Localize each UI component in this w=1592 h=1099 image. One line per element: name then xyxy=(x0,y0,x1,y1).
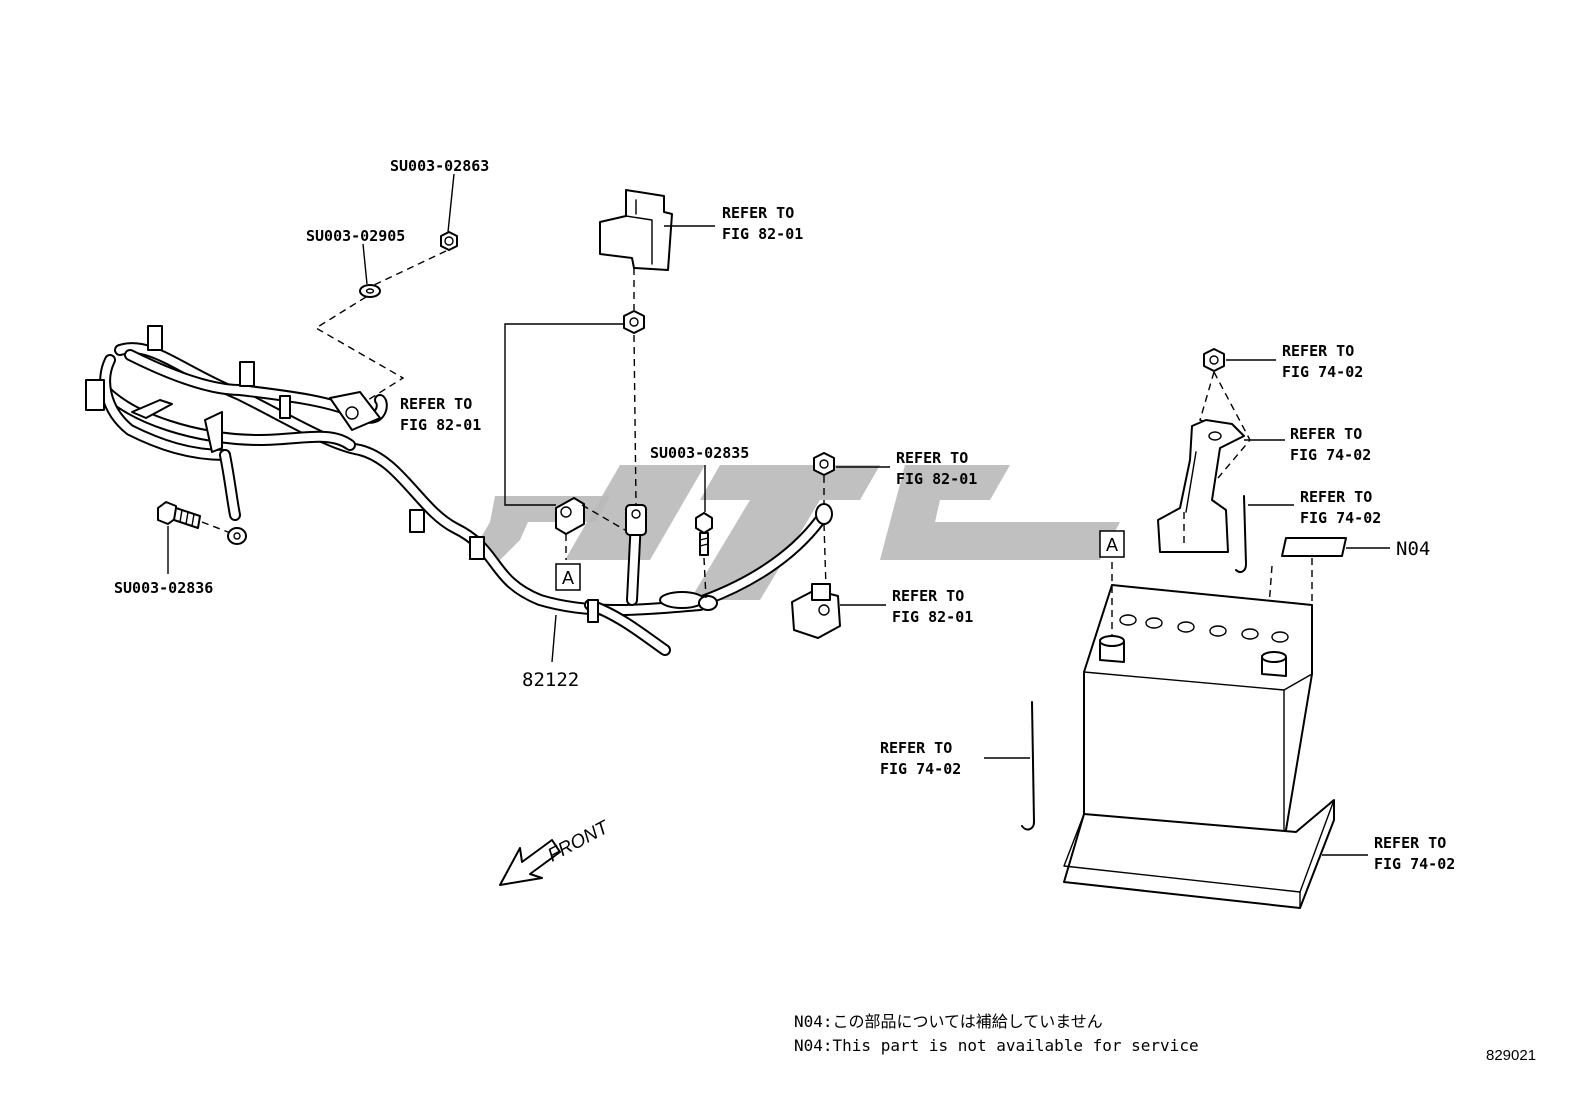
refer-to-label: REFER TO xyxy=(1290,425,1362,443)
svg-text:A: A xyxy=(1106,535,1118,555)
nut-clamp[interactable] xyxy=(1203,348,1225,372)
bracket-line xyxy=(504,323,624,506)
svg-text:FRONT: FRONT xyxy=(544,816,613,866)
assembly-line xyxy=(201,521,229,533)
refer-fig-label[interactable]: FIG 74-02 xyxy=(1290,446,1371,464)
refer-fig-label[interactable]: FIG 82-01 xyxy=(722,225,803,243)
svg-text:A: A xyxy=(562,568,574,588)
refer-fig-label[interactable]: FIG 82-01 xyxy=(400,416,481,434)
assembly-line xyxy=(703,557,707,599)
refer-fig-label[interactable]: FIG 82-01 xyxy=(896,470,977,488)
battery-tray[interactable] xyxy=(1063,799,1335,909)
refer-to-label: REFER TO xyxy=(722,204,794,222)
part-label-n04[interactable]: N04 xyxy=(1396,538,1430,560)
j-bolt-bottom[interactable] xyxy=(1021,701,1035,831)
figure-reference-number: 829021 xyxy=(1486,1047,1536,1064)
assembly-line xyxy=(373,250,447,286)
washer-su003-02905[interactable] xyxy=(359,284,381,298)
fusible-link-block[interactable] xyxy=(791,583,841,639)
nut-right[interactable] xyxy=(813,452,835,476)
nut-su003-02863[interactable] xyxy=(440,231,458,251)
assembly-line xyxy=(314,296,405,411)
refer-to-label: REFER TO xyxy=(1282,342,1354,360)
part-label-su003-02863[interactable]: SU003-02863 xyxy=(390,157,489,175)
leader-line xyxy=(362,243,368,285)
refer-fig-label[interactable]: FIG 74-02 xyxy=(1282,363,1363,381)
part-label-su003-02905[interactable]: SU003-02905 xyxy=(306,227,405,245)
battery[interactable] xyxy=(1083,584,1313,843)
j-bolt-top[interactable] xyxy=(1235,495,1247,573)
battery-clamp[interactable] xyxy=(1157,419,1245,553)
footnote-en: N04:This part is not available for servi… xyxy=(794,1036,1199,1055)
bolt-su003-02835[interactable] xyxy=(695,512,713,556)
leader-line xyxy=(447,173,455,233)
footnote-jp: N04:この部品については補給していません xyxy=(794,1012,1103,1031)
nut-terminal[interactable] xyxy=(623,310,645,334)
refer-to-label: REFER TO xyxy=(880,739,952,757)
part-label-su003-02836[interactable]: SU003-02836 xyxy=(114,579,213,597)
battery-cable-82122[interactable] xyxy=(85,325,833,656)
refer-to-label: REFER TO xyxy=(1374,834,1446,852)
assembly-line xyxy=(581,504,626,531)
refer-to-label: REFER TO xyxy=(892,587,964,605)
refer-fig-label[interactable]: FIG 74-02 xyxy=(1374,855,1455,873)
bolt-su003-02836[interactable] xyxy=(157,501,201,529)
part-label-82122[interactable]: 82122 xyxy=(522,669,579,691)
callout-box-a-right: A xyxy=(1099,530,1125,558)
front-arrow: FRONT xyxy=(499,816,613,886)
assembly-line xyxy=(633,334,637,505)
refer-fig-label[interactable]: FIG 74-02 xyxy=(880,760,961,778)
refer-to-label: REFER TO xyxy=(1300,488,1372,506)
refer-to-label: REFER TO xyxy=(896,449,968,467)
leader-line xyxy=(551,614,557,663)
callout-box-a-left: A xyxy=(555,563,581,591)
part-label-su003-02835[interactable]: SU003-02835 xyxy=(650,444,749,462)
refer-fig-label[interactable]: FIG 74-02 xyxy=(1300,509,1381,527)
fuse-block[interactable] xyxy=(555,497,585,535)
plate-n04[interactable] xyxy=(1281,537,1347,557)
assembly-line xyxy=(1267,565,1273,621)
refer-to-label: REFER TO xyxy=(400,395,472,413)
assembly-line xyxy=(823,523,827,589)
terminal-cover[interactable] xyxy=(599,189,673,271)
refer-fig-label[interactable]: FIG 82-01 xyxy=(892,608,973,626)
assembly-line xyxy=(1199,371,1231,431)
